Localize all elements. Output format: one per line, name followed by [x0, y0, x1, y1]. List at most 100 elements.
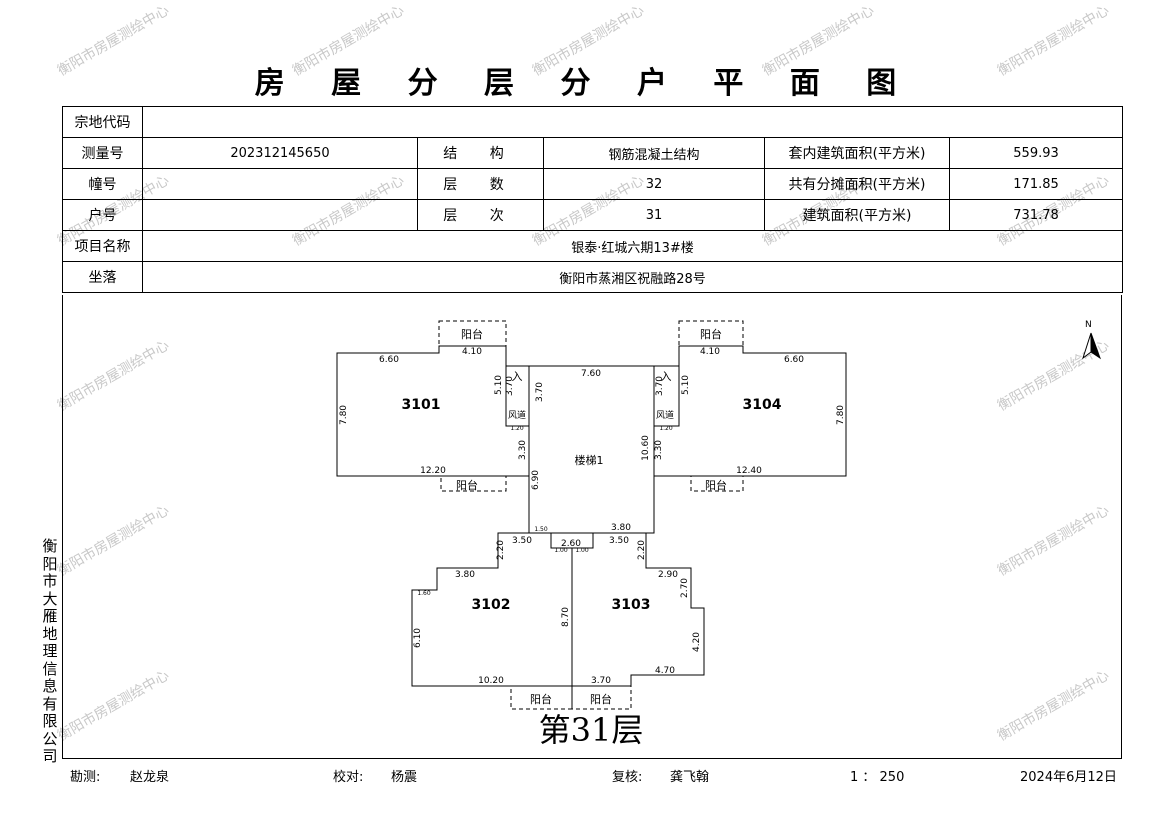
survey-label: 勘测:: [70, 770, 101, 785]
zongdi-value: [141, 106, 1124, 138]
unit-no-value: [142, 199, 418, 231]
dimension-label: 12.20: [420, 466, 446, 476]
dimension-label: 1.60: [417, 590, 431, 597]
balcony-label: 阳台: [700, 327, 722, 341]
corridor-label: 风道: [508, 409, 526, 421]
dimension-label: 5.10: [681, 375, 691, 395]
entrance-label: 入: [661, 370, 672, 383]
zongdi-label: 宗地代码: [62, 106, 143, 138]
floors-label: 层 数: [417, 168, 544, 200]
balcony-3104-top: [678, 320, 744, 347]
north-arrow-icon: [1082, 332, 1101, 360]
balcony-label: 阳台: [461, 327, 483, 341]
building-no-label: 幢号: [62, 168, 143, 200]
stair-label: 楼梯1: [575, 453, 604, 467]
company-char: 阳: [42, 554, 58, 573]
survey-name: 赵龙泉: [130, 770, 170, 785]
dimension-label: 3.80: [455, 570, 475, 580]
balcony-label: 阳台: [590, 692, 612, 706]
floor-caption: 第31层: [539, 711, 644, 749]
floor-label: 层 次: [417, 199, 544, 231]
unit-label-3102: 3102: [472, 597, 511, 613]
structure-value: 钢筋混凝土结构: [543, 137, 765, 169]
building-no-value: [142, 168, 418, 200]
dimension-label: 8.70: [561, 607, 571, 627]
check-name: 杨震: [391, 770, 418, 785]
dimension-label: 4.20: [692, 632, 702, 652]
structure-label: 结 构: [417, 137, 544, 169]
dimension-label: 3.70: [591, 676, 611, 686]
dimension-label: 3.70: [655, 376, 665, 396]
dimension-label: 7.80: [339, 405, 349, 425]
dimension-label: 1.20: [659, 425, 673, 432]
dimension-label: 3.70: [505, 376, 515, 396]
company-char: 理: [42, 642, 58, 660]
dimension-label: 2.70: [680, 578, 690, 598]
total-area-value: 731.78: [948, 199, 1124, 231]
inner-area-value: 559.93: [948, 137, 1124, 169]
dimension-label: 12.40: [736, 466, 762, 476]
company-char: 司: [42, 747, 58, 765]
corridor-label: 风道: [656, 409, 674, 421]
dimension-label: 2.90: [658, 570, 678, 580]
shared-area-value: 171.85: [948, 168, 1124, 200]
floor-plan: N 3101 3104 3102 3103 楼梯1 阳台 阳台 阳台 阳台 阳台…: [336, 320, 1101, 749]
dimension-label: 1.50: [534, 526, 548, 533]
check-label: 校对:: [333, 770, 364, 785]
unit-label-3101: 3101: [402, 397, 441, 413]
info-table: 宗地代码 测量号 202312145650 结 构 钢筋混凝土结构 套内建筑面积…: [62, 106, 1124, 293]
table-row: 户号 层 次 31 建筑面积(平方米) 731.78: [62, 199, 1124, 231]
shared-area-label: 共有分摊面积(平方米): [764, 168, 950, 200]
company-char: 有: [42, 694, 58, 713]
company-char: 雁: [42, 607, 58, 625]
project-label: 项目名称: [62, 230, 143, 262]
dimension-label: 3.80: [611, 523, 631, 533]
company-char: 信: [42, 659, 58, 678]
floor-value: 31: [543, 199, 765, 231]
dimension-label: 1.00: [575, 547, 589, 554]
dimension-label: 2.20: [637, 540, 647, 560]
company-char: 息: [42, 677, 58, 695]
dimension-label: 1.00: [554, 547, 568, 554]
unit-label-3104: 3104: [743, 397, 782, 413]
balcony-3101-top: [438, 320, 507, 347]
table-row: 项目名称 银泰·红城六期13#楼: [62, 230, 1124, 262]
dimension-label: 3.50: [512, 536, 532, 546]
survey-no-label: 测量号: [62, 137, 143, 169]
balcony-label: 阳台: [705, 478, 727, 492]
dimension-label: 3.50: [609, 536, 629, 546]
table-row: 幢号 层 数 32 共有分摊面积(平方米) 171.85: [62, 168, 1124, 200]
table-row: 坐落 衡阳市蒸湘区祝融路28号: [62, 261, 1124, 293]
date: 2024年6月12日: [1020, 770, 1117, 785]
dimension-label: 1.20: [510, 425, 524, 432]
dimension-label: 10.60: [641, 435, 651, 461]
dimension-label: 6.60: [379, 355, 399, 365]
inner-area-label: 套内建筑面积(平方米): [764, 137, 950, 169]
company-char: 衡: [42, 537, 58, 555]
location-label: 坐落: [62, 261, 143, 293]
balcony-3101-bottom: [440, 475, 507, 492]
dimension-label: 6.10: [413, 628, 423, 648]
dimension-label: 10.20: [478, 676, 504, 686]
table-row: 测量号 202312145650 结 构 钢筋混凝土结构 套内建筑面积(平方米)…: [62, 137, 1124, 169]
balcony-3103-bottom: [571, 685, 632, 710]
dimension-label: 6.60: [784, 355, 804, 365]
balcony-label: 阳台: [530, 692, 552, 706]
location-value: 衡阳市蒸湘区祝融路28号: [141, 261, 1124, 293]
dimension-label: 3.30: [518, 440, 528, 460]
dimension-label: 4.10: [700, 347, 720, 357]
dimension-label: 3.70: [535, 382, 545, 402]
dimension-label: 3.30: [654, 440, 664, 460]
review-label: 复核:: [612, 770, 643, 785]
company-char: 公: [42, 729, 58, 748]
total-area-label: 建筑面积(平方米): [764, 199, 950, 231]
company-char: 地: [42, 624, 58, 643]
dimension-label: 7.60: [581, 369, 601, 379]
north-label: N: [1085, 320, 1092, 330]
entrance-label: 入: [512, 370, 523, 383]
company-char: 限: [42, 712, 58, 730]
survey-no-value: 202312145650: [142, 137, 418, 169]
dimension-label: 2.60: [561, 539, 581, 549]
dimension-label: 6.90: [531, 470, 541, 490]
dimension-label: 4.70: [655, 666, 675, 676]
